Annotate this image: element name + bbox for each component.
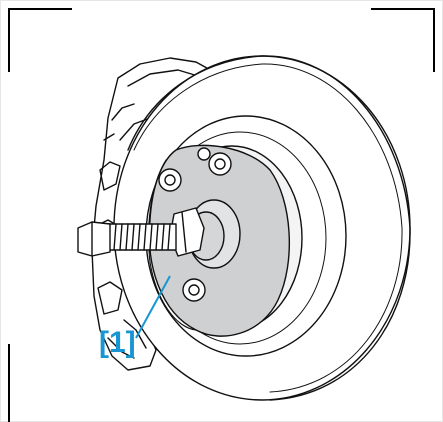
corner-mark-top-right-vertical xyxy=(433,8,435,72)
puller-threaded-bolt xyxy=(77,221,177,257)
corner-mark-top-right xyxy=(371,8,435,10)
hub-puller-plate xyxy=(148,144,291,337)
corner-mark-top-left-vertical xyxy=(8,8,10,72)
corner-mark-bottom-left xyxy=(8,344,10,422)
corner-mark-top-left xyxy=(8,8,72,10)
callout-label: [1] xyxy=(99,326,136,359)
callout-leader-line xyxy=(135,275,171,339)
